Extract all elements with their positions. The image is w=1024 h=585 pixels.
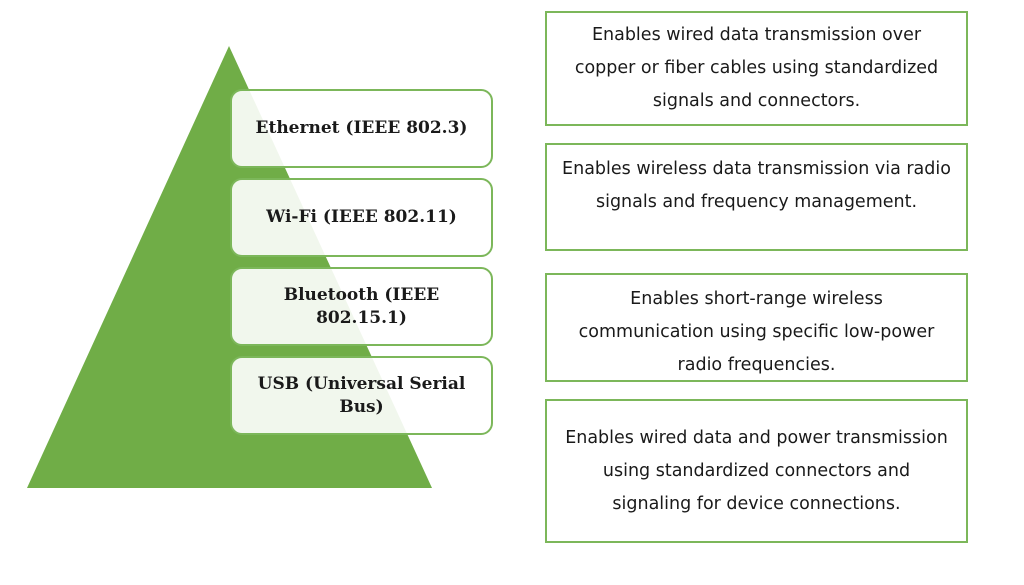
layer-label: Bluetooth (IEEE 802.15.1)	[283, 284, 440, 328]
layer-label: Ethernet (IEEE 802.3)	[255, 118, 468, 138]
layer-box-bluetooth: Bluetooth (IEEE 802.15.1)	[230, 267, 493, 346]
description-box-ethernet: Enables wired data transmission over cop…	[545, 11, 968, 126]
layer-label: Wi-Fi (IEEE 802.11)	[266, 207, 457, 227]
description-box-usb: Enables wired data and power transmissio…	[545, 399, 968, 543]
description-text: Enables short-range wireless communicati…	[578, 289, 935, 375]
description-box-wifi: Enables wireless data transmission via r…	[545, 143, 968, 251]
layer-label: USB (Universal Serial Bus)	[257, 373, 466, 417]
layer-box-wifi: Wi-Fi (IEEE 802.11)	[230, 178, 493, 257]
description-text: Enables wired data and power transmissio…	[565, 427, 948, 514]
layer-box-usb: USB (Universal Serial Bus)	[230, 356, 493, 435]
description-box-bluetooth: Enables short-range wireless communicati…	[545, 273, 968, 382]
layer-box-ethernet: Ethernet (IEEE 802.3)	[230, 89, 493, 168]
description-text: Enables wired data transmission over cop…	[574, 25, 939, 111]
description-text: Enables wireless data transmission via r…	[562, 159, 951, 212]
